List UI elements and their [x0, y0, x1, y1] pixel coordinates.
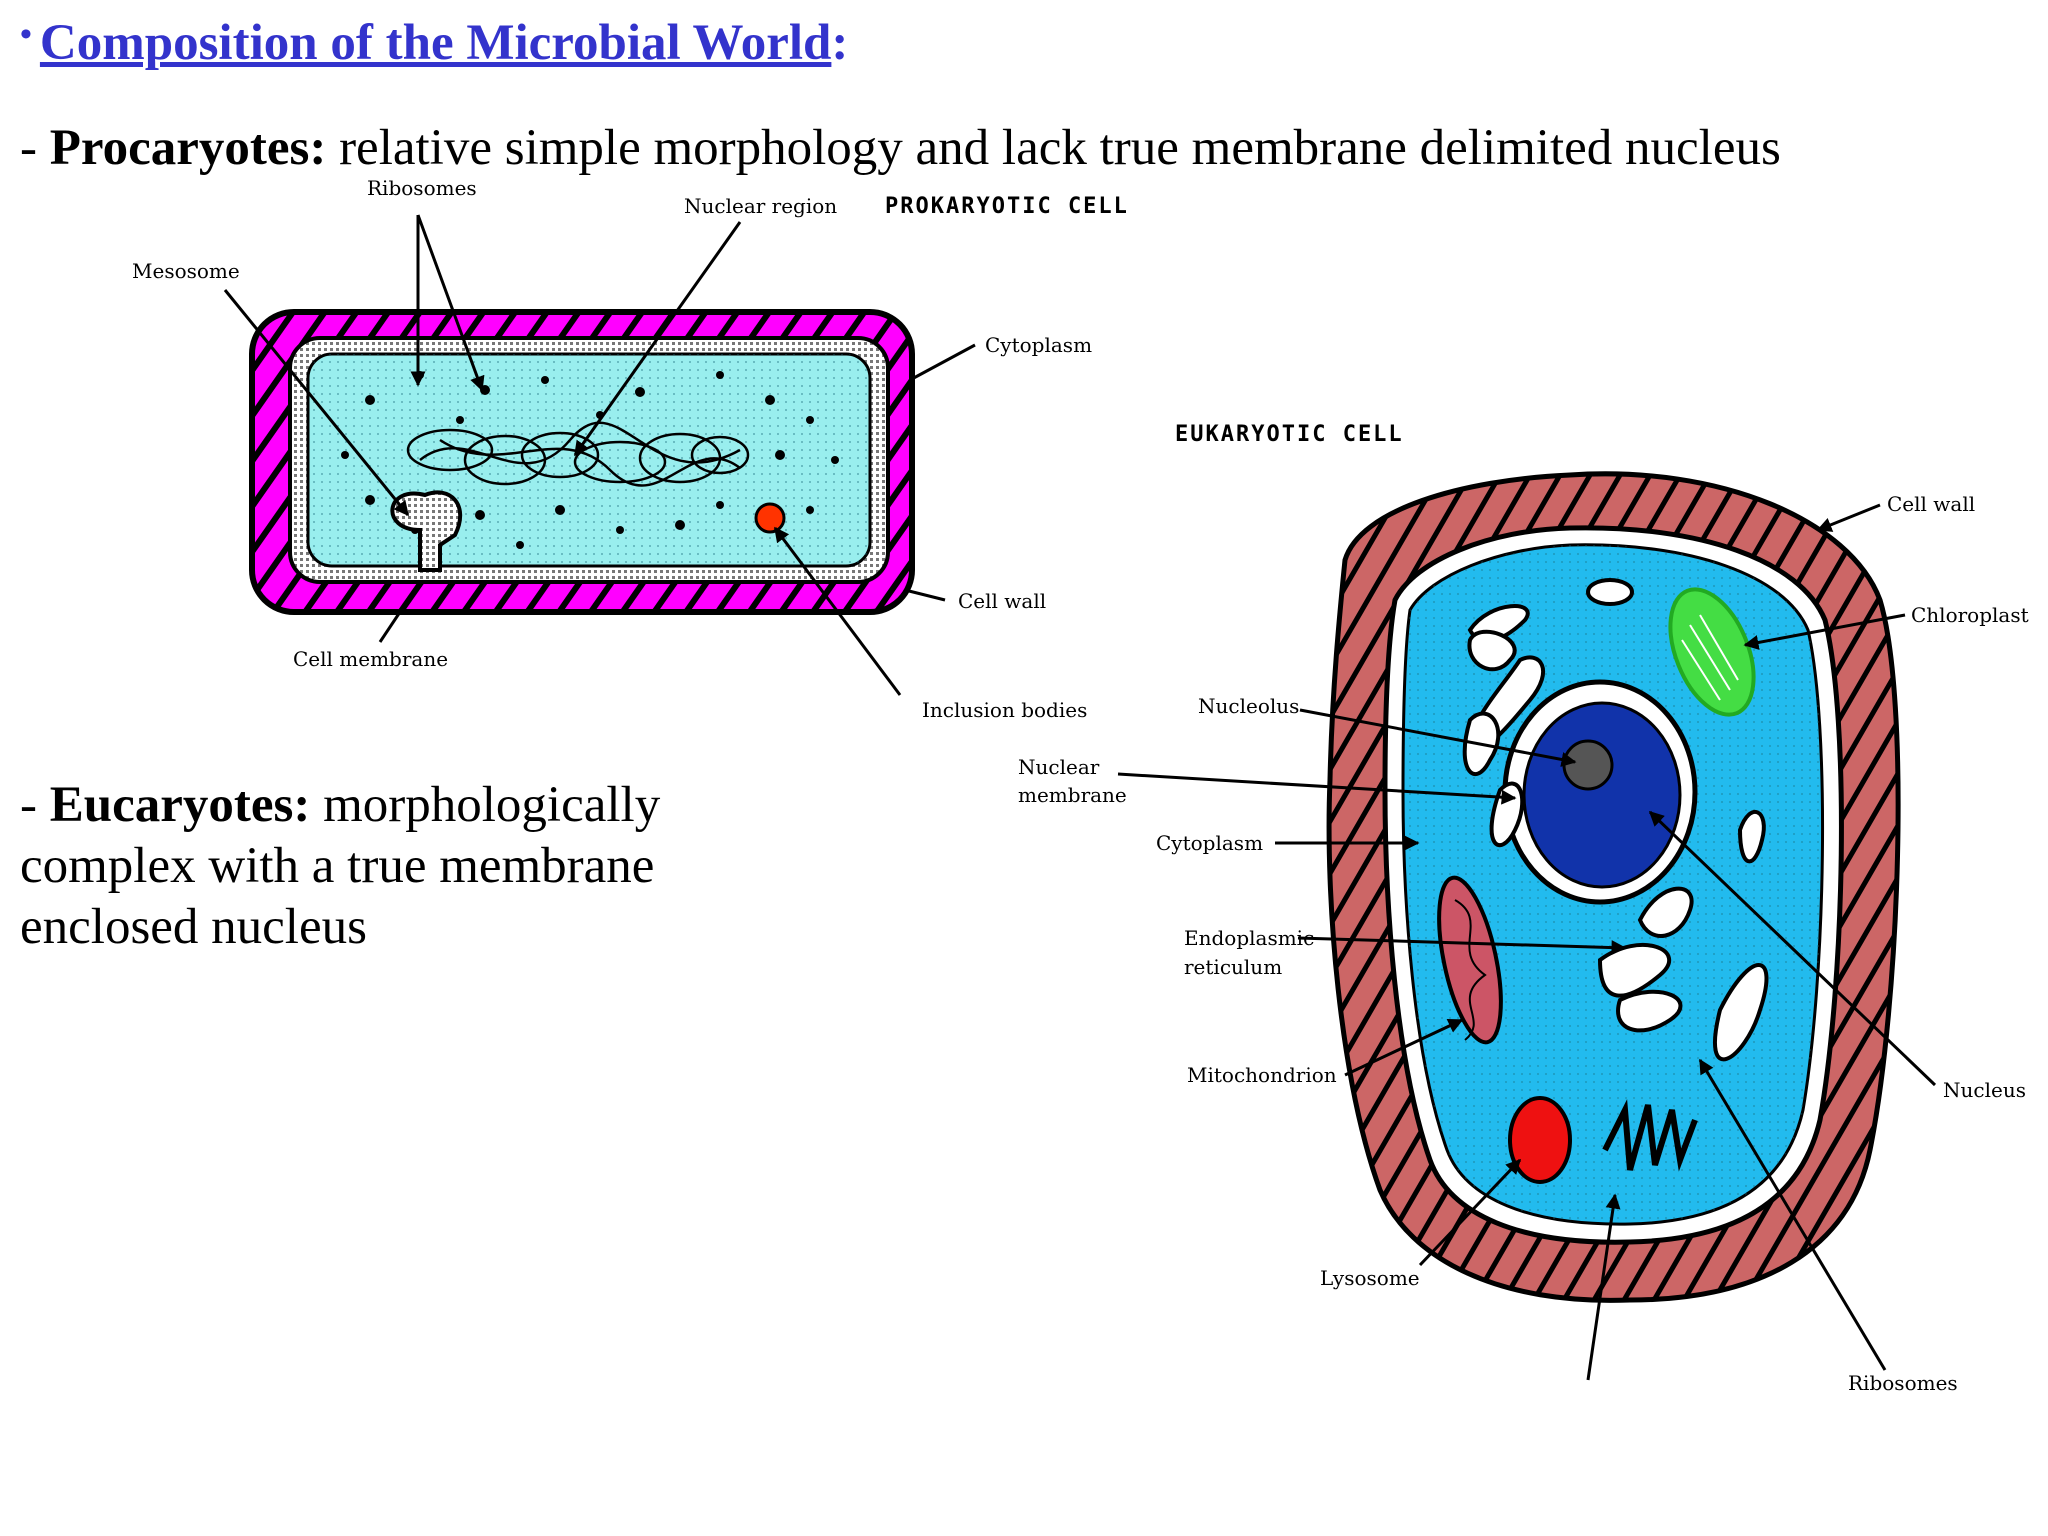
slide-title: •Composition of the Microbial World:: [20, 14, 848, 72]
eucaryotes-line: - Eucaryotes: morphologically complex wi…: [20, 775, 820, 958]
eukaryote-label-mitochondrion: Mitochondrion: [1187, 1063, 1337, 1087]
eukaryote-label-chloroplast: Chloroplast: [1911, 603, 2029, 627]
eukaryote-endoplasmic-reticulum: [1462, 578, 1769, 1062]
eukaryote-label-cytoplasm: Cytoplasm: [1156, 831, 1263, 855]
eukaryote-label-nucleolus: Nucleolus: [1198, 694, 1299, 718]
procaryotes-term: Procaryotes:: [49, 120, 327, 176]
eukaryote-label-lysosome: Lysosome: [1320, 1266, 1420, 1290]
eucaryotes-description: morphologically complex with a true memb…: [20, 777, 661, 955]
prokaryote-header: PROKARYOTIC CELL: [885, 194, 1129, 219]
eukaryotic-cell: EUKARYOTIC CELL Cell wall Chloroplast Nu…: [1018, 422, 2029, 1395]
eukaryote-nucleus: [1522, 701, 1682, 889]
prokaryote-label-ribosomes: Ribosomes: [367, 176, 477, 200]
prokaryote-label-inclusion-bodies: Inclusion bodies: [922, 698, 1087, 722]
eucaryotes-dash: -: [20, 777, 50, 833]
title-colon: :: [831, 15, 849, 71]
eukaryote-nucleolus: [1562, 739, 1614, 791]
prokaryote-mesosome: [390, 490, 463, 572]
prokaryote-inclusion-body: [754, 502, 786, 534]
prokaryote-label-mesosome: Mesosome: [132, 259, 240, 283]
prokaryote-label-cell-membrane: Cell membrane: [293, 647, 448, 671]
procaryotes-description: relative simple morphology and lack true…: [326, 120, 1781, 176]
eucaryotes-term: Eucaryotes:: [49, 777, 311, 833]
title-bullet: •: [20, 16, 32, 53]
prokaryote-pointer-lines: [223, 214, 976, 696]
prokaryote-nuclear-region: [406, 421, 750, 487]
eukaryote-label-er-1: Endoplasmic: [1184, 926, 1314, 950]
eukaryote-label-er-2: reticulum: [1184, 955, 1282, 979]
eukaryote-label-nuclear-membrane-2: membrane: [1018, 783, 1127, 807]
prokaryote-label-cytoplasm: Cytoplasm: [985, 333, 1092, 357]
procaryotes-dash: -: [20, 120, 50, 176]
prokaryote-ribosomes: [341, 371, 839, 549]
eukaryote-mitochondrion: [1437, 875, 1503, 1045]
eukaryote-label-ribosomes: Ribosomes: [1848, 1371, 1958, 1395]
eukaryote-pointer-lines: [1117, 503, 1937, 1381]
eukaryote-header: EUKARYOTIC CELL: [1175, 422, 1404, 447]
eukaryote-label-nuclear-membrane-1: Nuclear: [1018, 755, 1100, 779]
prokaryote-label-cell-wall: Cell wall: [958, 589, 1046, 613]
prokaryote-label-nuclear-region: Nuclear region: [684, 194, 837, 218]
eukaryote-golgi: [1602, 1099, 1698, 1172]
prokaryotic-cell: PROKARYOTIC CELL Ribosomes Nuclear regio…: [132, 176, 1129, 722]
title-text: Composition of the Microbial World: [39, 15, 832, 71]
eukaryote-lysosome: [1508, 1096, 1572, 1184]
eukaryote-label-cell-wall: Cell wall: [1887, 492, 1975, 516]
procaryotes-line: - Procaryotes: relative simple morpholog…: [20, 118, 1781, 179]
eukaryote-label-nucleus: Nucleus: [1943, 1078, 2026, 1102]
